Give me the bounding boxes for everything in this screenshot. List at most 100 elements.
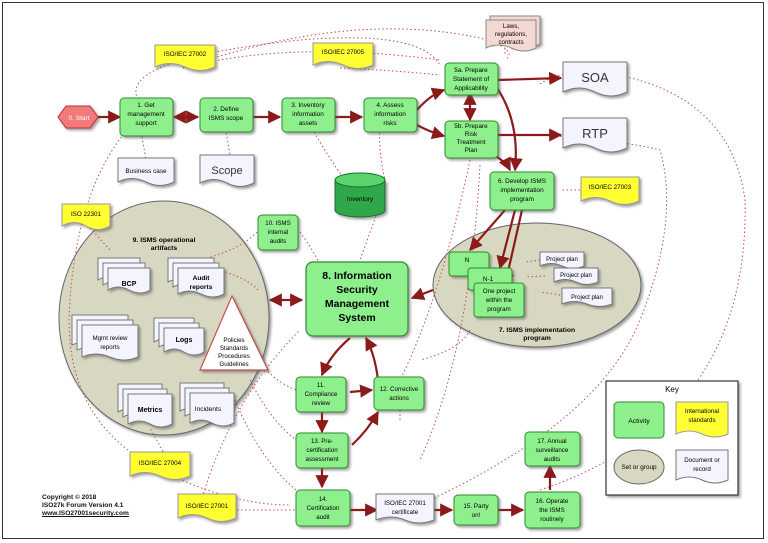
diagram-label: contracts (498, 39, 523, 46)
website-link[interactable]: www.ISO27001security.com (42, 510, 129, 517)
activity-define-scope[interactable]: 2. Define ISMS scope (199, 97, 254, 133)
diagram-label: certification (306, 447, 338, 454)
standard-iso27002[interactable]: ISO/IEC 27002 (154, 44, 216, 71)
group-label-line: program (523, 335, 551, 342)
diagram-label: Business case (125, 168, 167, 175)
start-node[interactable]: 0. Start (57, 105, 99, 129)
diagram-label: Security (336, 284, 378, 296)
diagram-label: SOA (581, 70, 609, 85)
diagram-label: standards (688, 417, 715, 424)
audit-reports-document[interactable]: Audit reports (167, 257, 225, 298)
program-projects: N N-1 One project within the program (448, 251, 525, 318)
logs-document[interactable]: Logs (153, 317, 205, 356)
diagram-label: One project (483, 288, 516, 295)
diagram-label: N-1 (483, 276, 494, 283)
diagram-label: Incidents (195, 406, 222, 413)
soa-document[interactable]: SOA (562, 61, 628, 97)
diagram-label: ISO/IEC 27004 (139, 460, 182, 467)
activity-internal-audits[interactable]: 10. ISMS internal audits (257, 214, 299, 251)
flow-arrows (97, 71, 563, 517)
diagram-label: Certification (307, 505, 340, 512)
activity-prepare-rtp[interactable]: 5b. Prepare Risk Treatment Plan (444, 120, 499, 159)
diagram-label: the ISMS (539, 507, 564, 514)
inventory-database[interactable]: Inventory (334, 172, 386, 218)
diagram-label: implementation (500, 187, 544, 194)
standard-iso27003[interactable]: ISO/IEC 27003 (580, 176, 640, 205)
diagram-label: program (510, 196, 534, 203)
isms-center-node[interactable]: 8. Information Security Management Syste… (305, 261, 409, 337)
diagram-label: Project plan (560, 273, 592, 279)
project-plan-doc[interactable]: Project plan (553, 267, 599, 285)
metrics-document[interactable]: Metrics (117, 383, 173, 428)
diagram-label: 12. Corrective (380, 386, 419, 393)
diagram-label: Logs (176, 337, 193, 344)
activity-prepare-soa[interactable]: 5a. Prepare Statement of Applicability (444, 62, 499, 96)
activity-develop-program[interactable]: 6. Develop ISMS implementation program (489, 171, 555, 211)
diagram-label: ISO 22301 (71, 211, 102, 218)
diagram-label: Scope (211, 165, 242, 177)
diagram-label: International (685, 408, 719, 415)
activity-party-on[interactable]: 15. Party on! (453, 494, 499, 526)
mgmt-review-document[interactable]: Mgmt review reports (71, 314, 139, 361)
group-label-line: artifacts (151, 245, 178, 252)
diagram-label: ISMS scope (209, 115, 244, 122)
diagram-label: Laws, (503, 23, 519, 30)
activity-precert-assessment[interactable]: 13. Pre- certification assessment (295, 432, 349, 469)
activity-corrective-actions[interactable]: 12. Corrective actions (373, 376, 425, 411)
diagram-label: ISO/IEC 27003 (589, 184, 632, 191)
standard-iso27004[interactable]: ISO/IEC 27004 (129, 451, 191, 480)
diagram-label: record (693, 466, 711, 473)
key-document-swatch (675, 449, 729, 484)
group-label-line: 7. ISMS implementation (499, 327, 575, 334)
diagram-label: 10. ISMS (265, 220, 290, 227)
diagram-label: BCP (122, 281, 137, 288)
policies-triangle[interactable]: Policies Standards Procedures Guidelines (199, 294, 269, 371)
diagram-label: program (487, 306, 510, 313)
diagram-label: ISO/IEC 27001 (384, 500, 426, 507)
project-one[interactable] (473, 282, 525, 318)
group-label-line: 9. ISMS operational (133, 237, 196, 244)
diagram-label: 1. Get (137, 102, 155, 109)
project-plan-doc[interactable]: Project plan (561, 287, 613, 307)
diagram-label: regulations, (495, 31, 527, 38)
copyright-block: Copyright © 2018 ISO27k Forum Version 4.… (42, 494, 129, 518)
diagram-label: review (312, 400, 330, 407)
diagram-label: 3. Inventory (291, 102, 325, 109)
activity-cert-audit[interactable]: 14. Certification audit (295, 489, 351, 527)
diagram-label: Procedures (218, 353, 250, 360)
diagram-label: 17. Annual (537, 438, 566, 445)
activity-inventory-assets[interactable]: 3. Inventory information assets (281, 97, 336, 133)
standard-iso27001[interactable]: ISO/IEC 27001 (177, 493, 237, 522)
activity-operate-routinely[interactable]: 16. Operate the ISMS routinely (524, 491, 581, 529)
activity-annual-audits[interactable]: 17. Annual surveillance audits (524, 431, 581, 467)
diagram-label: Management (325, 298, 390, 310)
standard-iso22301[interactable]: ISO 22301 (61, 203, 111, 230)
laws-document[interactable]: Laws, regulations, contracts (485, 15, 541, 52)
diagram-label: Set or group (621, 464, 657, 471)
diagram-label: information (374, 111, 406, 118)
rtp-document[interactable]: RTP (562, 117, 628, 153)
activity-get-support[interactable]: 1. Get management support (119, 97, 174, 137)
project-plan-doc[interactable]: Project plan (539, 251, 585, 269)
certificate-document[interactable]: ISO/IEC 27001 certificate (375, 493, 435, 524)
diagram-label: Policies (223, 337, 244, 344)
activity-assess-risks[interactable]: 4. Assess information risks (363, 97, 418, 133)
diagram-label: support (135, 120, 157, 127)
activity-compliance-review[interactable]: 11. Compliance review (295, 376, 347, 413)
diagram-label: Risk (465, 131, 478, 138)
diagram-label: Metrics (138, 407, 163, 414)
diagram-label: 15. Party (463, 503, 489, 510)
business-case-document[interactable]: Business case (117, 157, 175, 186)
diagram-label: System (338, 312, 375, 324)
diagram-label: audits (544, 456, 561, 463)
standard-iso27005[interactable]: ISO/IEC 27005 (312, 42, 374, 69)
diagram-label: Project plan (571, 295, 603, 301)
scope-document[interactable]: Scope (199, 154, 255, 187)
diagram-label: Audit (193, 275, 211, 282)
incidents-document[interactable]: Incidents (179, 382, 235, 427)
diagram-label: reports (190, 284, 213, 291)
bcp-document[interactable]: BCP (97, 257, 151, 294)
diagram-label: ISO/IEC 27001 (186, 503, 229, 510)
diagram-label: within the (485, 297, 513, 304)
